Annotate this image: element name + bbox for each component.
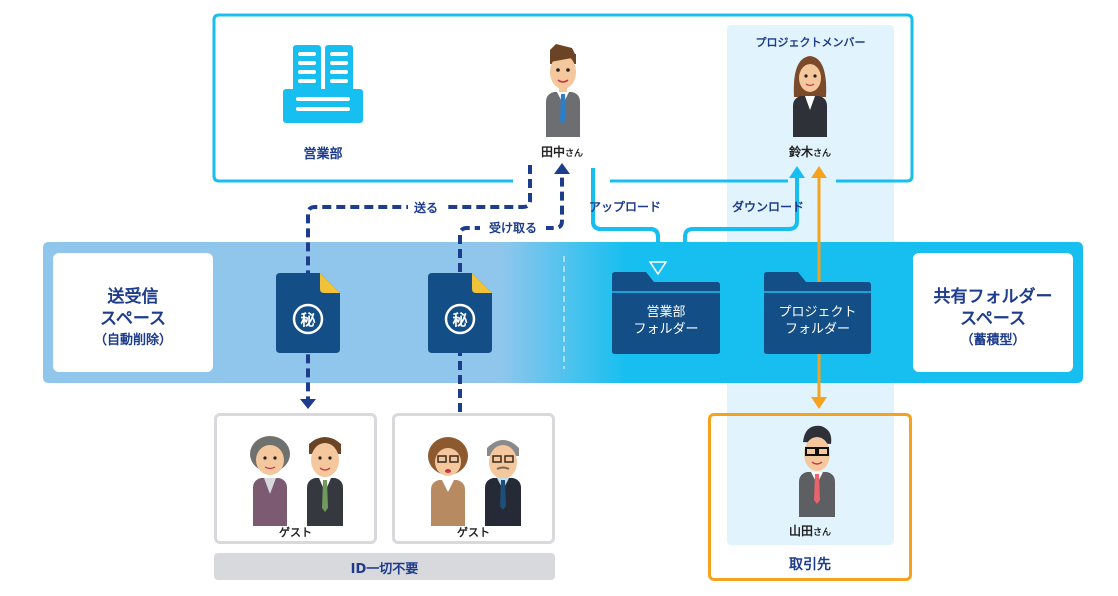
download-arrow-path xyxy=(683,178,799,280)
receive-label: 受け取る xyxy=(480,219,546,236)
client-label: 取引先 xyxy=(789,557,831,573)
project-folder-line2: フォルダー xyxy=(784,322,850,337)
sales-folder[interactable]: 営業部 フォルダー xyxy=(612,272,720,354)
transfer-space-panel: 送受信 スペース （自動削除） xyxy=(53,253,213,372)
shared-space-title-1: 共有フォルダー xyxy=(933,287,1053,307)
confidential-document-icon[interactable]: 秘 xyxy=(428,273,492,353)
no-id-banner: ID一切不要 xyxy=(214,553,555,580)
confidential-glyph: 秘 xyxy=(452,311,468,329)
shared-space-panel: 共有フォルダー スペース （蓄積型） xyxy=(913,253,1073,372)
tanaka-name-text: 田中 xyxy=(540,145,565,159)
elderly-woman-icon xyxy=(250,436,290,526)
project-folder[interactable]: プロジェクト フォルダー xyxy=(764,272,871,354)
client-name-text: 山田 xyxy=(788,524,813,538)
send-arrowhead xyxy=(300,399,316,409)
guest-label: ゲスト xyxy=(279,526,312,539)
client-arrowhead-up xyxy=(811,166,827,178)
receive-arrowhead xyxy=(554,163,570,174)
transfer-space-title-1: 送受信 xyxy=(107,287,159,307)
building-icon xyxy=(283,45,363,123)
client-suffix: さん xyxy=(813,528,832,538)
sales-folder-line1: 営業部 xyxy=(646,305,686,320)
guest-box: ゲスト xyxy=(392,413,555,544)
guest-label: ゲスト xyxy=(457,526,490,539)
no-id-text: ID一切不要 xyxy=(350,562,419,577)
businessman-icon xyxy=(542,42,582,137)
project-member-heading: プロジェクトメンバー xyxy=(755,36,866,49)
confidential-document-icon[interactable]: 秘 xyxy=(276,273,340,353)
send-label: 送る xyxy=(408,199,444,216)
shared-space-subtitle: （蓄積型） xyxy=(960,333,1026,348)
woman-glasses-icon xyxy=(428,437,468,526)
project-folder-line1: プロジェクト xyxy=(778,305,857,320)
suzuki-name: 鈴木さん xyxy=(775,143,845,160)
client-box xyxy=(708,413,912,581)
download-label: ダウンロード xyxy=(731,200,804,214)
transfer-space-subtitle: （自動削除） xyxy=(93,333,172,348)
tanaka-suffix: さん xyxy=(565,149,584,159)
office-frame xyxy=(212,13,914,183)
elderly-man-icon xyxy=(485,440,521,526)
businessman-icon xyxy=(307,437,343,526)
download-arrowhead xyxy=(789,166,805,178)
suzuki-suffix: さん xyxy=(813,149,832,159)
confidential-glyph: 秘 xyxy=(300,311,316,329)
suzuki-name-text: 鈴木 xyxy=(788,145,813,159)
businessman-glasses-icon xyxy=(795,422,839,517)
client-arrowhead-down xyxy=(811,397,827,409)
tanaka-name: 田中さん xyxy=(527,143,597,160)
sales-folder-line2: フォルダー xyxy=(633,322,699,337)
upload-arrow-path-inner xyxy=(591,168,660,262)
shared-space-title-2: スペース xyxy=(960,309,1026,329)
client-person-name: 山田さん xyxy=(775,522,845,539)
businesswoman-icon xyxy=(790,52,830,137)
transfer-space-title-2: スペース xyxy=(100,309,166,329)
guest-box: ゲスト xyxy=(214,413,377,544)
upload-arrowhead xyxy=(648,261,668,276)
department-label: 営業部 xyxy=(303,147,343,162)
upload-label: アップロード xyxy=(588,200,661,214)
